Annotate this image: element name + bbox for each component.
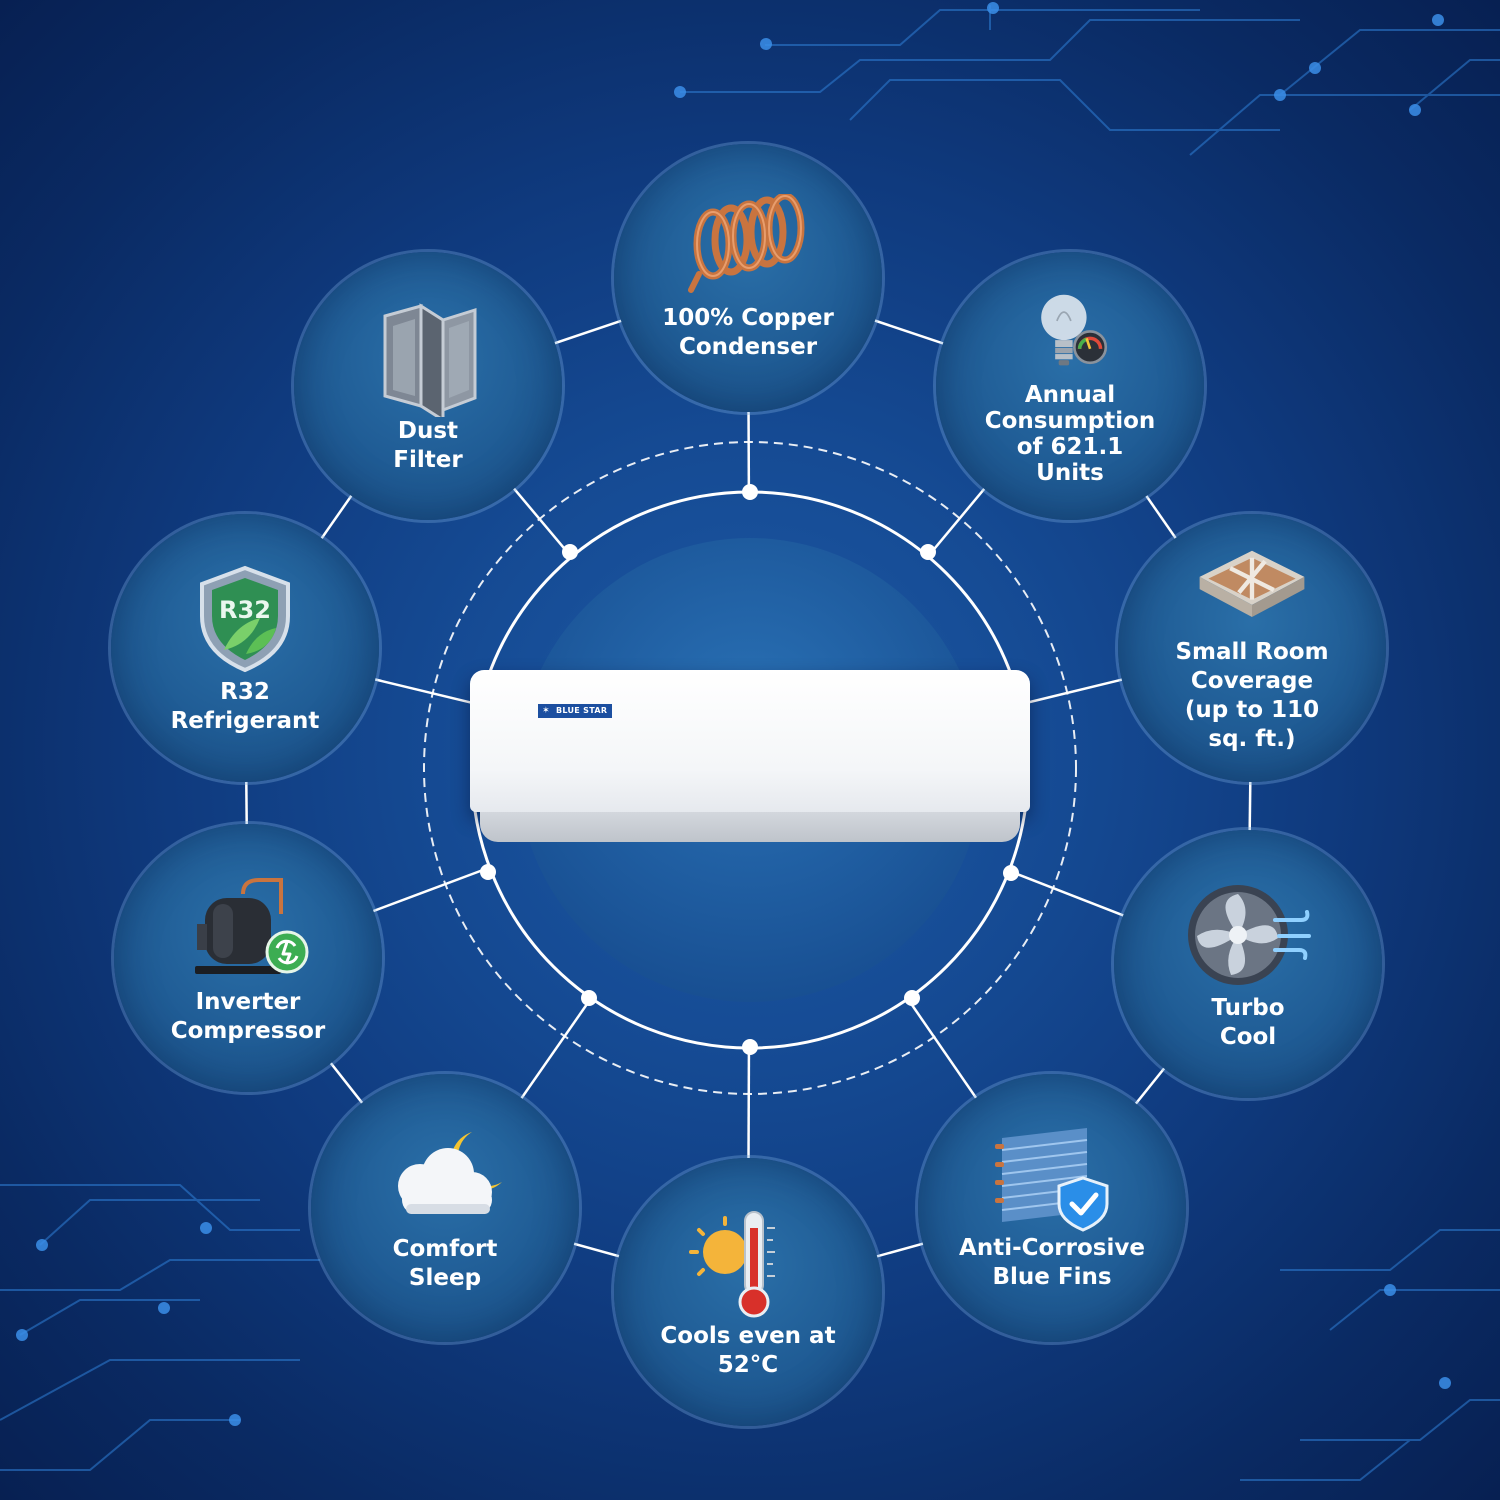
feature-label: Inverter Compressor <box>170 989 326 1044</box>
ring-node <box>480 864 496 880</box>
feature-label: Small Room Coverage (up to 110 sq. ft.) <box>1175 639 1329 752</box>
svg-text:R32: R32 <box>219 596 271 624</box>
copper-coil-icon <box>688 194 805 293</box>
cloud-moon-icon <box>398 1132 502 1214</box>
circuit-pattern-bottom-right <box>1240 1229 1500 1481</box>
lightbulb-meter-icon <box>1041 294 1108 366</box>
air-conditioner-unit: ✶ BLUE STAR <box>470 670 1030 845</box>
ring-node <box>920 544 936 560</box>
ring-node <box>904 990 920 1006</box>
ring-node <box>742 484 758 500</box>
dust-filter-icon <box>383 303 477 417</box>
feature-anti-corrosive-blue-fins: Anti-Corrosive Blue Fins <box>918 1074 1186 1342</box>
feature-cools-at-52c: Cools even at 52°C <box>614 1158 882 1426</box>
brand-logo: ✶ BLUE STAR <box>538 704 613 718</box>
feature-label: Comfort Sleep <box>392 1236 498 1291</box>
feature-label: Anti-Corrosive Blue Fins <box>959 1235 1145 1290</box>
ring-node <box>581 990 597 1006</box>
ring-node <box>562 544 578 560</box>
ring-node <box>1003 865 1019 881</box>
sun-thermometer-icon <box>689 1211 775 1318</box>
feature-label: 100% Copper Condenser <box>662 305 834 360</box>
circuit-pattern-top <box>680 5 1500 156</box>
feature-label: Turbo Cool <box>1211 995 1285 1050</box>
brand-logo-text: BLUE STAR <box>556 706 608 715</box>
r32-shield-icon: R32 <box>200 565 290 673</box>
feature-r32-refrigerant: R32 R32 Refrigerant <box>111 514 379 782</box>
feature-comfort-sleep: Comfort Sleep <box>311 1074 579 1342</box>
feature-annual-consumption: Annual Consumption of 621.1 Units <box>936 252 1204 520</box>
circuit-dots-bottom-right <box>1384 1284 1451 1389</box>
ac-air-vent <box>480 812 1020 842</box>
feature-turbo-cool: Turbo Cool <box>1114 830 1382 1098</box>
feature-inverter-compressor: Inverter Compressor <box>114 824 382 1092</box>
ring-node <box>742 1039 758 1055</box>
feature-dust-filter: Dust Filter <box>294 252 562 520</box>
turbo-fan-icon <box>1188 885 1311 985</box>
ac-indoor-unit-body: ✶ BLUE STAR <box>470 670 1030 812</box>
brand-star-icon: ✶ <box>542 706 550 716</box>
circuit-dots-bottom-left <box>16 1222 241 1426</box>
circuit-pattern-bottom-left <box>0 1184 320 1471</box>
ring-nodes <box>480 484 1019 1055</box>
room-floorplan-icon <box>1199 550 1305 618</box>
circuit-dots-top <box>674 2 1444 116</box>
feature-label: Dust Filter <box>393 418 463 473</box>
feature-small-room-coverage: Small Room Coverage (up to 110 sq. ft.) <box>1118 514 1386 782</box>
feature-label: Cools even at 52°C <box>660 1323 836 1378</box>
feature-label: Annual Consumption of 621.1 Units <box>984 382 1156 486</box>
compressor-icon <box>195 878 309 974</box>
feature-label: R32 Refrigerant <box>170 679 320 734</box>
shielded-fins-icon <box>995 1128 1109 1232</box>
feature-copper-condenser: 100% Copper Condenser <box>614 144 882 412</box>
